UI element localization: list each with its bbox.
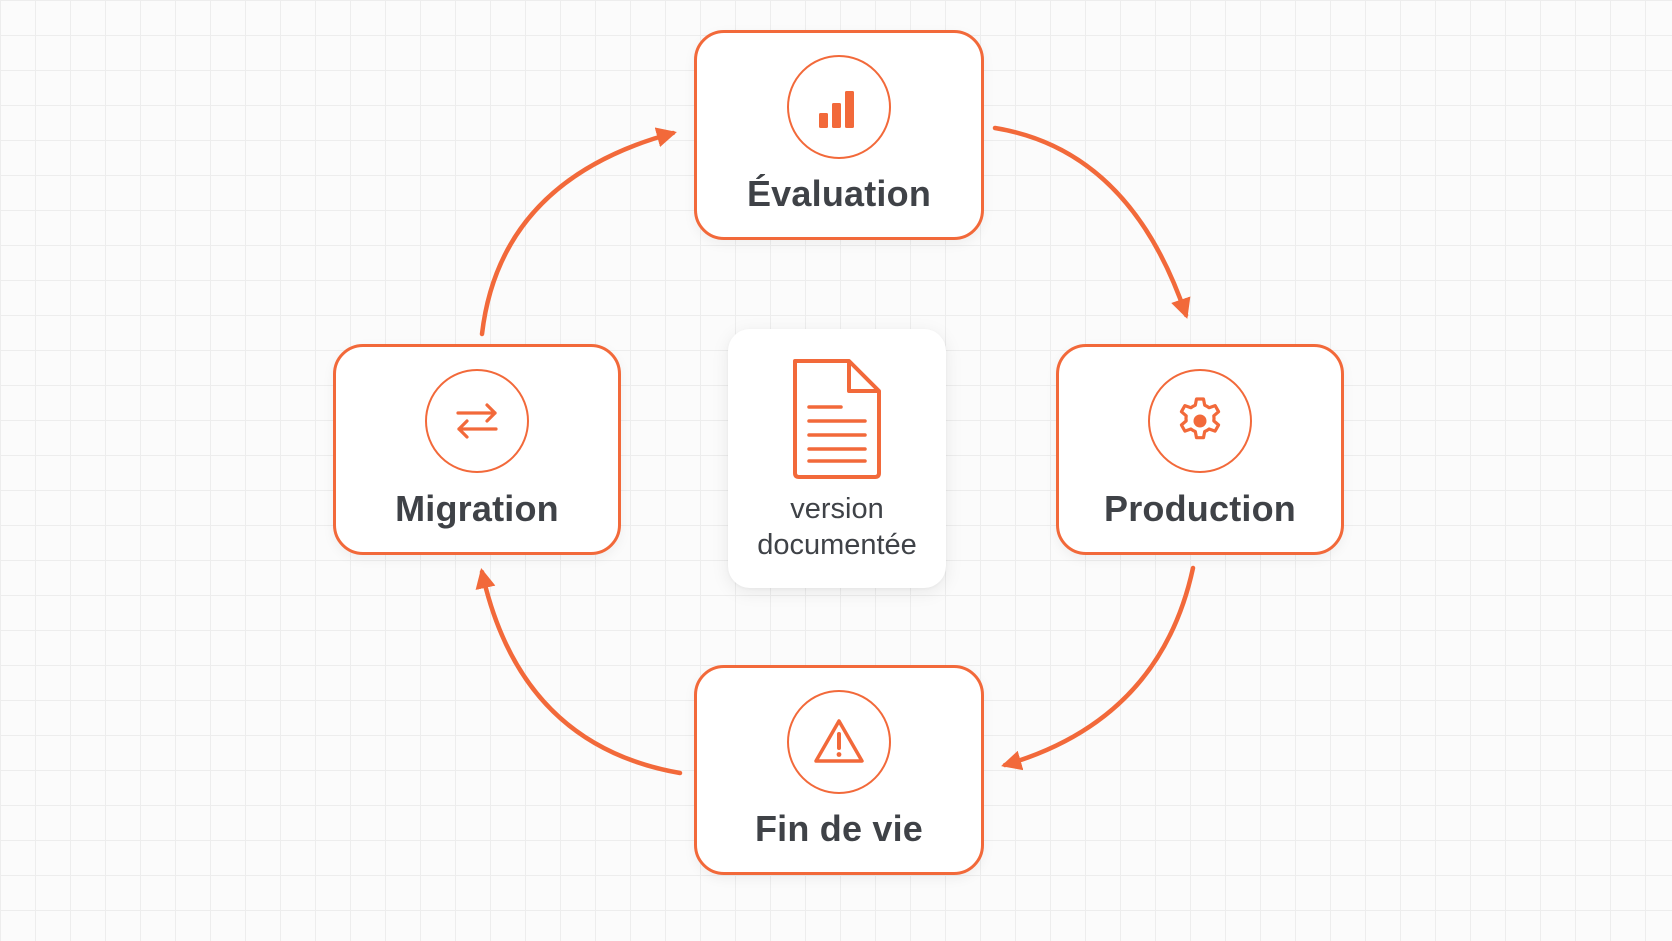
document-icon (793, 359, 881, 479)
arrow-fin-de-vie-to-migration (475, 568, 683, 776)
stage-evaluation[interactable]: Évaluation (694, 30, 984, 240)
gear-icon (1179, 397, 1221, 440)
icon-circle (787, 690, 891, 794)
arrow-production-to-fin-de-vie (1001, 565, 1196, 771)
icon-circle (425, 369, 529, 473)
icon-circle (1148, 369, 1252, 473)
stage-production[interactable]: Production (1056, 344, 1344, 555)
stage-fin-de-vie[interactable]: Fin de vie (694, 665, 984, 875)
bar-chart-icon (819, 91, 854, 128)
warning-icon (814, 719, 864, 763)
arrow-evaluation-to-production (992, 125, 1191, 319)
stage-label: Fin de vie (754, 808, 924, 849)
stage-label: Évaluation (746, 173, 932, 214)
swap-arrows-icon (456, 403, 498, 439)
stage-migration[interactable]: Migration (333, 344, 621, 555)
icon-circle (787, 55, 891, 159)
stage-label: Migration (395, 488, 559, 529)
center-label-line2: documentée (757, 529, 917, 561)
center-label-line1: version (790, 493, 884, 525)
arrow-migration-to-evaluation (479, 127, 677, 337)
center-version-card: version documentée (728, 329, 946, 588)
stage-label: Production (1104, 488, 1296, 529)
